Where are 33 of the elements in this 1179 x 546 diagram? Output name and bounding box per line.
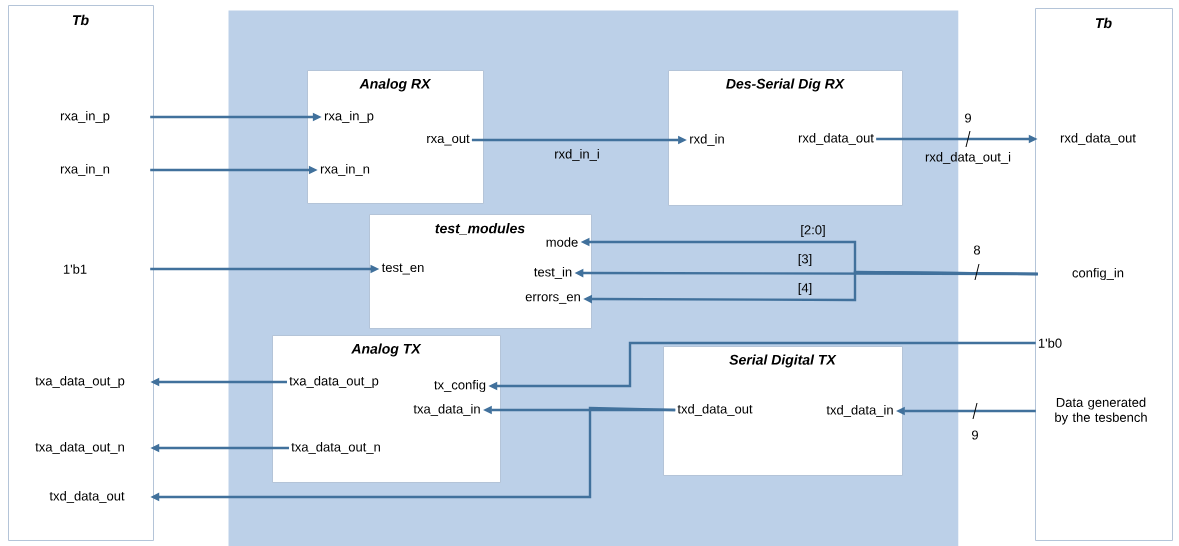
port-label: config_in [1072,267,1124,281]
port-label: rxa_in_n [60,164,110,176]
signal-label: rxd_data_out_i [925,152,1011,164]
port-label: mode [546,237,578,247]
port-label: test_en [381,263,424,275]
port-label: txa_data_in [413,404,480,416]
port-label: txa_data_out_p [289,375,379,389]
port-label: Data generated by the tesbench [1055,397,1147,425]
port-label: 1'b1 [63,264,87,274]
port-label: txd_data_in [826,405,893,417]
port-label: rxd_data_out [798,133,874,145]
port-label: txa_data_out_n [291,442,380,454]
port-label: rxa_out [427,134,470,146]
port-label: txa_data_out_n [35,442,124,454]
port-label: txa_data_out_p [35,375,125,389]
port-label: 1'b0 [1038,338,1062,348]
signal-label: rxd_in_i [555,149,599,161]
port-label: rxa_in_p [60,110,110,124]
port-label: rxd_data_out [1060,133,1136,145]
port-label: rxa_in_p [324,110,374,124]
port-label: test_in [534,267,572,279]
port-label: tx_config [434,379,486,393]
port-label: rxa_in_n [320,164,370,176]
bus-width-label: 9 [972,430,978,440]
bus-width-label: 8 [973,245,981,255]
port-label: txd_data_out [677,404,753,416]
bus-width-label: 9 [965,113,971,123]
signal-label: [3] [798,253,812,267]
signal-label: [4] [798,282,812,296]
port-label: txd_data_out [49,491,125,503]
port-label: errors_en [525,294,580,304]
port-label: rxd_in [690,134,724,146]
signal-label: [2:0] [801,224,825,238]
